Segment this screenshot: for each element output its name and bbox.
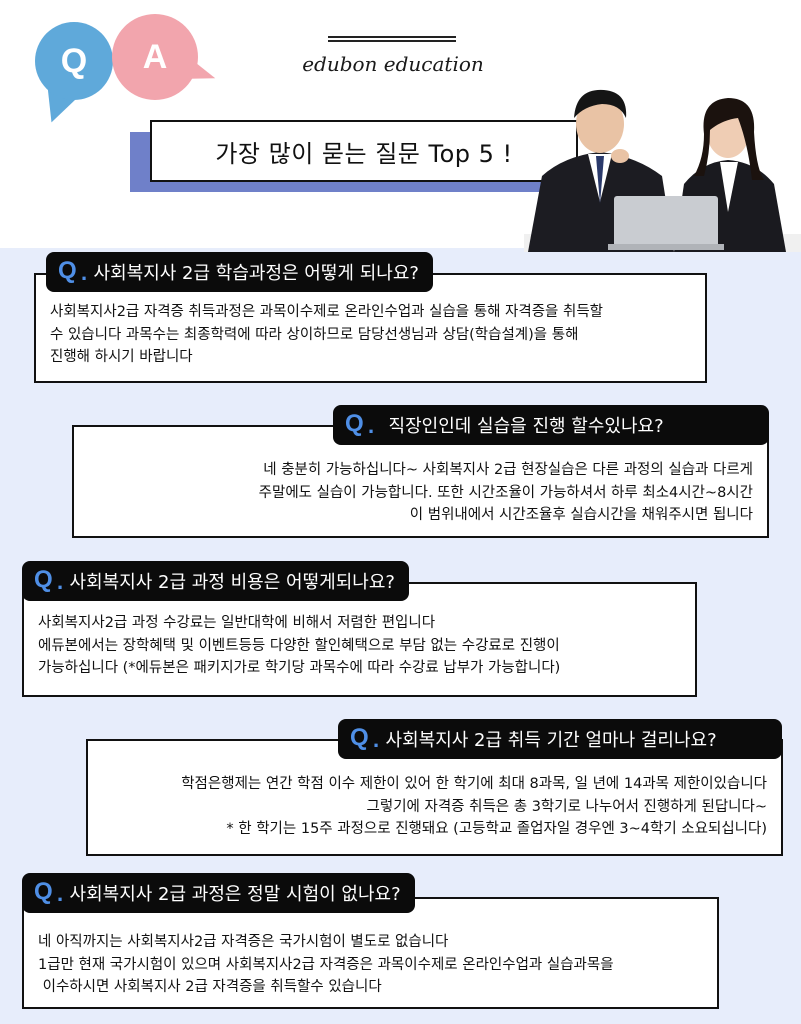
- qa-1-question-tag: Q. 사회복지사 2급 학습과정은 어떻게 되나요?: [46, 252, 433, 292]
- qa-5-answer-box: 네 아직까지는 사회복지사2급 자격증은 국가시험이 별도로 없습니다 1급만 …: [22, 897, 719, 1009]
- qa-1-question: 사회복지사 2급 학습과정은 어떻게 되나요?: [93, 263, 419, 284]
- a-speech-bubble-icon: A: [112, 14, 198, 100]
- qa-3-answer-line: 가능하십니다 (*에듀본은 패키지가로 학기당 과목수에 따라 수강료 납부가 …: [38, 660, 561, 676]
- qa-5-question: 사회복지사 2급 과정은 정말 시험이 없나요?: [69, 884, 401, 905]
- qa-2-answer-line: 이 범위내에서 시간조율후 실습시간을 채워주시면 됩니다: [409, 507, 753, 523]
- brand-name: edubon education: [302, 52, 484, 76]
- a-bubble-letter: A: [142, 37, 168, 76]
- qa-4-question-tag: Q. 사회복지사 2급 취득 기간 얼마나 걸리나요?: [338, 719, 782, 759]
- qa-4-answer-line: 그렇기에 자격증 취득은 총 3학기로 나누어서 진행하게 된답니다~: [366, 798, 767, 815]
- qa-4-question: 사회복지사 2급 취득 기간 얼마나 걸리나요?: [385, 730, 717, 751]
- q-bubble-letter: Q: [60, 41, 88, 80]
- q-speech-bubble-icon: Q: [35, 22, 113, 100]
- qa-3-answer-line: 에듀본에서는 장학혜택 및 이벤트등등 다양한 할인혜택으로 부담 없는 수강료…: [38, 637, 560, 654]
- page-title: 가장 많이 묻는 질문 Top 5 !: [150, 120, 578, 182]
- q-dot: .: [372, 730, 380, 752]
- qa-2-answer-line: 주말에도 실습이 가능합니다. 또한 시간조율이 가능하셔서 하루 최소4시간~…: [258, 484, 753, 501]
- q-icon: Q: [350, 724, 369, 751]
- qa-2-answer-line: 네 충분히 가능하십니다~ 사회복지사 2급 현장실습은 다른 과정의 실습과 …: [263, 462, 753, 478]
- brand-divider-bottom: [328, 40, 456, 42]
- qa-4-answer-line: 학점은행제는 연간 학점 이수 제한이 있어 한 학기에 최대 8과목, 일 년…: [181, 776, 767, 792]
- qa-5-answer-line: 1급만 현재 국가시험이 있으며 사회복지사2급 자격증은 과목이수제로 온라인…: [38, 956, 614, 973]
- qa-3-answer-line: 사회복지사2급 과정 수강료는 일반대학에 비해서 저렴한 편입니다: [38, 615, 436, 631]
- qa-2-question-tag: Q. 직장인인데 실습을 진행 할수있나요?: [333, 405, 769, 445]
- qa-3-question: 사회복지사 2급 과정 비용은 어떻게되나요?: [69, 572, 395, 593]
- business-people-illustration: [524, 89, 801, 252]
- qa-5-answer-line: 이수하시면 사회복지사 2급 자격증을 취득할수 있습니다: [38, 979, 382, 995]
- qa-1-answer-line: 진행해 하시기 바랍니다: [50, 349, 193, 365]
- qa-3-answer-box: 사회복지사2급 과정 수강료는 일반대학에 비해서 저렴한 편입니다 에듀본에서…: [22, 582, 697, 697]
- q-icon: Q: [345, 410, 364, 437]
- qa-1-answer-line: 사회복지사2급 자격증 취득과정은 과목이수제로 온라인수업과 실습을 통해 자…: [50, 304, 604, 320]
- q-icon: Q: [34, 566, 53, 593]
- qa-2-question: 직장인인데 실습을 진행 할수있나요?: [388, 416, 664, 437]
- q-icon: Q: [34, 878, 53, 905]
- q-icon: Q: [58, 257, 77, 284]
- qa-5-answer-line: 네 아직까지는 사회복지사2급 자격증은 국가시험이 별도로 없습니다: [38, 934, 449, 950]
- brand-divider-top: [328, 36, 456, 38]
- qa-3-question-tag: Q. 사회복지사 2급 과정 비용은 어떻게되나요?: [22, 561, 409, 601]
- qa-4-answer-line: * 한 학기는 15주 과정으로 진행돼요 (고등학교 졸업자일 경우엔 3~4…: [226, 821, 767, 837]
- qa-1-answer-line: 수 있습니다 과목수는 최종학력에 따라 상이하므로 담당선생님과 상담(학습설…: [50, 326, 579, 343]
- q-dot: .: [56, 572, 64, 594]
- q-dot: .: [56, 884, 64, 906]
- qa-5-question-tag: Q. 사회복지사 2급 과정은 정말 시험이 없나요?: [22, 873, 415, 913]
- q-dot: .: [367, 416, 375, 438]
- q-dot: .: [80, 263, 88, 285]
